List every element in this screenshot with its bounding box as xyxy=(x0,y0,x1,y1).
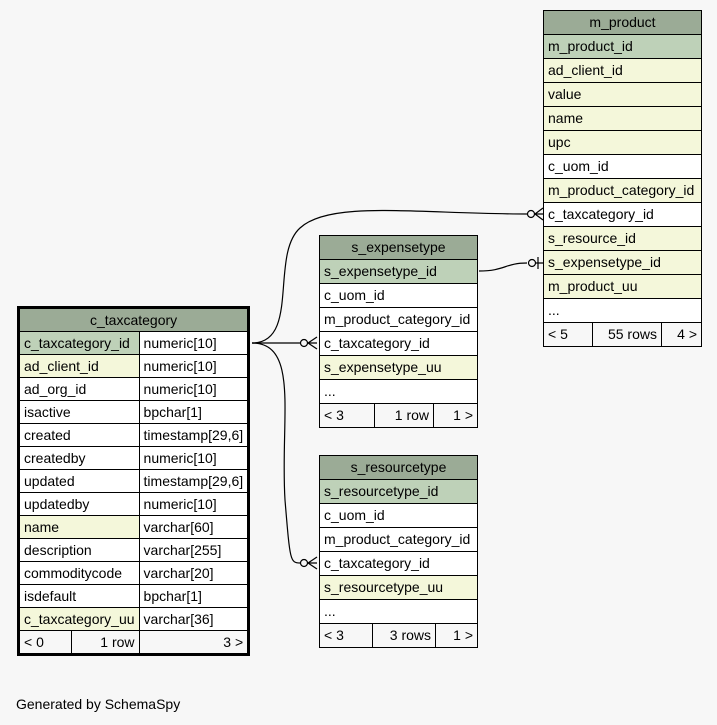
table-title: c_taxcategory xyxy=(17,307,250,332)
table-s-expensetype[interactable]: s_expensetype s_expensetype_id c_uom_id … xyxy=(319,235,478,428)
column-row: s_resourcetype_id xyxy=(319,479,478,504)
table-title: m_product xyxy=(543,10,702,35)
column-type: varchar[20] xyxy=(138,561,250,585)
column-row: c_uom_id xyxy=(319,283,478,308)
crowfoot-circle-icon xyxy=(299,558,309,568)
edge-expensetype-to-m-product xyxy=(478,262,528,272)
column-row: m_product_id xyxy=(543,34,702,59)
row-count: 1 row xyxy=(374,403,434,428)
column-name: ad_org_id xyxy=(18,377,140,401)
parents-link[interactable]: < 3 xyxy=(319,403,375,428)
column-type: numeric[10] xyxy=(138,377,250,401)
column-type: numeric[10] xyxy=(138,492,250,516)
column-row: upc xyxy=(543,130,702,155)
column-name: created xyxy=(18,423,140,447)
column-row: c_taxcategory_id xyxy=(543,202,702,227)
column-row: ... xyxy=(319,379,478,404)
crowfoot-icon xyxy=(307,336,318,350)
column-row: s_resource_id xyxy=(543,226,702,251)
column-type: numeric[10] xyxy=(138,354,250,378)
column-row: c_uom_id xyxy=(319,503,478,528)
column-row: c_taxcategory_id xyxy=(319,551,478,576)
column-name: updated xyxy=(18,469,140,493)
parents-link[interactable]: < 3 xyxy=(319,623,373,648)
column-name: commoditycode xyxy=(18,561,140,585)
children-link[interactable]: 4 > xyxy=(661,322,702,347)
column-name: isactive xyxy=(18,400,140,424)
generated-by-label: Generated by SchemaSpy xyxy=(16,696,181,712)
column-row: m_product_category_id xyxy=(319,527,478,552)
column-row: m_product_category_id xyxy=(319,307,478,332)
zero-one-bar-icon xyxy=(536,257,543,269)
column-row: ... xyxy=(319,599,478,624)
column-row: s_expensetype_uu xyxy=(319,355,478,380)
edge-taxcategory-to-m-product xyxy=(251,209,528,344)
column-row: value xyxy=(543,82,702,107)
column-type: bpchar[1] xyxy=(138,584,250,608)
column-name: createdby xyxy=(18,446,140,470)
column-row: s_expensetype_id xyxy=(543,250,702,275)
column-name: c_taxcategory_id xyxy=(18,331,140,355)
column-type: varchar[60] xyxy=(138,515,250,539)
edge-taxcategory-to-s-resourcetype xyxy=(251,342,301,564)
column-row: c_uom_id xyxy=(543,154,702,179)
column-row: name xyxy=(543,106,702,131)
column-name: ad_client_id xyxy=(18,354,140,378)
children-link[interactable]: 3 > xyxy=(138,630,250,655)
column-row: c_taxcategory_id xyxy=(319,331,478,356)
column-name: description xyxy=(18,538,140,562)
crowfoot-icon xyxy=(307,556,318,570)
table-title: s_resourcetype xyxy=(319,455,478,480)
column-type: timestamp[29,6] xyxy=(138,469,250,493)
row-count: 55 rows xyxy=(592,322,662,347)
column-row: m_product_uu xyxy=(543,274,702,299)
column-name: c_taxcategory_uu xyxy=(18,607,140,631)
column-type: numeric[10] xyxy=(138,446,250,470)
crowfoot-circle-icon xyxy=(526,209,536,219)
column-row: m_product_category_id xyxy=(543,178,702,203)
column-row: ... xyxy=(543,298,702,323)
parents-link[interactable]: < 0 xyxy=(18,630,72,655)
column-type: numeric[10] xyxy=(138,331,250,355)
crowfoot-circle-icon xyxy=(299,338,309,348)
table-s-resourcetype[interactable]: s_resourcetype s_resourcetype_id c_uom_i… xyxy=(319,455,478,648)
table-m-product[interactable]: m_product m_product_id ad_client_id valu… xyxy=(543,10,702,347)
column-row: ad_client_id xyxy=(543,58,702,83)
parents-link[interactable]: < 5 xyxy=(543,322,593,347)
column-row: s_expensetype_id xyxy=(319,259,478,284)
column-type: timestamp[29,6] xyxy=(138,423,250,447)
column-name: isdefault xyxy=(18,584,140,608)
children-link[interactable]: 1 > xyxy=(433,403,478,428)
row-count: 1 row xyxy=(70,630,140,655)
column-type: varchar[255] xyxy=(138,538,250,562)
column-row: s_resourcetype_uu xyxy=(319,575,478,600)
table-title: s_expensetype xyxy=(319,235,478,260)
column-type: bpchar[1] xyxy=(138,400,250,424)
children-link[interactable]: 1 > xyxy=(435,623,478,648)
column-name: name xyxy=(18,515,140,539)
zero-one-circle-icon xyxy=(527,258,537,268)
column-type: varchar[36] xyxy=(138,607,250,631)
column-name: updatedby xyxy=(18,492,140,516)
row-count: 3 rows xyxy=(372,623,436,648)
crowfoot-icon xyxy=(534,207,544,221)
